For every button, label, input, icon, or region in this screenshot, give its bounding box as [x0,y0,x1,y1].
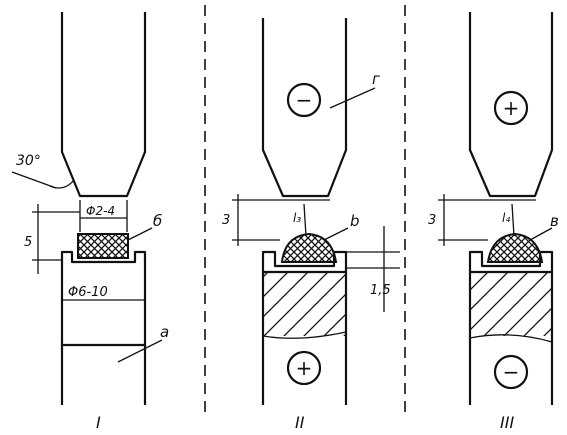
panel-2-electrode-label: г [372,70,380,88]
panel-3-top-pole-circle [493,90,529,126]
panel-1-lower-body [60,250,147,405]
panel-1-angle-arc [49,179,75,189]
panel-2-numeral: II [295,413,305,432]
panel-1: 30° Φ2-4 б 5 Φ6-10 a I [11,12,169,432]
panel-2-bottom-pole-circle [286,350,322,386]
panel-1-tip-dia-label: Φ2-4 [86,204,115,218]
panel-3-bottom-pole-sign: − [503,360,520,384]
panel-1-height-label: 5 [24,235,32,250]
panel-2-top-pole-circle [286,82,322,118]
panel-1-angle-label: 30° [16,153,41,169]
panel-3-hatched-zone [471,272,552,336]
panel-3-arc-label: l₄ [502,211,510,225]
panel-2-bead-label: b [350,212,360,230]
panel-3-upper-electrode [468,12,554,198]
panel-1-pellet [77,233,129,259]
panel-2-arc-label: l₃ [293,211,301,225]
panel-3-lower-body [468,250,554,405]
panel-1-body-label: a [160,323,169,341]
panel-2-depth-label: 1,5 [370,283,391,298]
panel-1-pellet-label: б [153,212,162,230]
panel-3-gap-label: 3 [428,213,436,228]
panel-1-angle-leader [11,171,57,189]
panel-1-upper-electrode [60,12,147,198]
panel-3-bottom-pole-circle [493,354,529,390]
panel-2-upper-electrode [261,18,348,198]
panel-2-gap-label: 3 [222,213,230,228]
panel-3: + 3 l₄ в − III [428,12,559,432]
panel-2-top-pole-sign: − [296,88,313,112]
panel-3-numeral: III [500,413,514,432]
panel-3-bead-label: в [550,212,559,230]
panel-1-body-dia-label: Φ6-10 [68,285,108,300]
panel-2: − г 3 l₃ b 1,5 + II [222,18,400,432]
panel-3-top-pole-sign: + [503,96,520,120]
panel-2-bottom-pole-sign: + [296,356,313,380]
panel-2-hatched-zone [264,272,345,336]
panel-1-numeral: I [96,413,101,432]
